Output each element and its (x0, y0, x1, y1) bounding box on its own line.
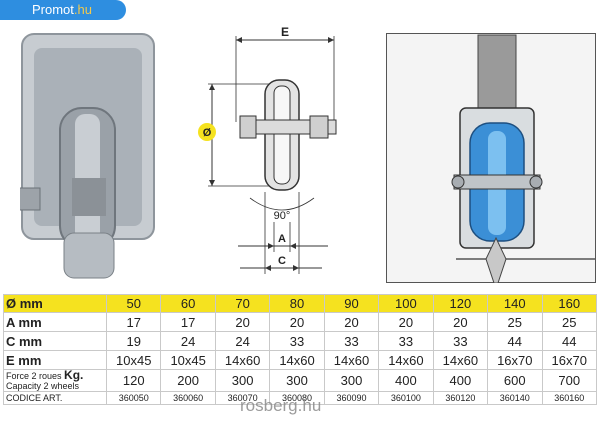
cell: 24 (160, 331, 216, 351)
cell: 14x60 (269, 350, 325, 370)
cell: 70 (214, 294, 271, 313)
cell: 360100 (378, 391, 434, 405)
cell: 14x60 (378, 350, 434, 370)
table-row-a: A mm 17 17 20 20 20 20 20 25 25 (3, 312, 597, 332)
cell: 120 (432, 294, 489, 313)
label-a: A (278, 233, 286, 245)
dimension-drawing: E Ø 90° A C (198, 25, 337, 274)
cell: 90 (323, 294, 380, 313)
row-label-code: CODICE ART. (3, 391, 107, 405)
product-photo (20, 33, 155, 279)
row-label-e: E mm (3, 350, 107, 370)
brand-name: Promot (32, 2, 74, 17)
table-row-code: CODICE ART. 360050 360060 360070 360080 … (3, 391, 597, 405)
cell: 20 (269, 312, 325, 332)
cell: 300 (323, 369, 380, 392)
cell: 100 (378, 294, 434, 313)
installation-illustration (386, 33, 596, 283)
cell: 20 (323, 312, 380, 332)
cell: 16x70 (541, 350, 597, 370)
cell: 44 (541, 331, 597, 351)
cell: 16x70 (487, 350, 543, 370)
label-diameter: Ø (203, 127, 212, 139)
cell: 33 (378, 331, 434, 351)
cell: 700 (541, 369, 597, 392)
cell: 120 (105, 369, 162, 392)
cell: 33 (323, 331, 380, 351)
row-label-force: Force 2 roues Kg. Capacity 2 wheels (3, 368, 107, 392)
cell: 24 (214, 331, 271, 351)
cell: 360160 (541, 391, 597, 405)
label-angle: 90° (274, 210, 291, 222)
cell: 19 (105, 331, 162, 351)
cell: 10x45 (105, 350, 162, 370)
cell: 20 (214, 312, 271, 332)
cell: 14x60 (214, 350, 271, 370)
spec-table: Ø mm 50 60 70 80 90 100 120 140 160 A mm… (3, 294, 597, 405)
brand-badge[interactable]: Promot.hu (0, 0, 126, 20)
cell: 20 (378, 312, 434, 332)
table-row-c: C mm 19 24 24 33 33 33 33 44 44 (3, 331, 597, 351)
table-row-diameter: Ø mm 50 60 70 80 90 100 120 140 160 (3, 294, 597, 313)
force-label-kg: Kg. (64, 368, 84, 382)
cell: 10x45 (160, 350, 216, 370)
cell: 25 (541, 312, 597, 332)
cell: 400 (432, 369, 489, 392)
cell: 80 (269, 294, 325, 313)
cell: 14x60 (432, 350, 489, 370)
force-label-fr: Force 2 roues (6, 371, 62, 381)
cell: 17 (160, 312, 216, 332)
cell: 20 (432, 312, 489, 332)
cell: 17 (105, 312, 162, 332)
cell: 360050 (105, 391, 162, 405)
cell: 200 (160, 369, 216, 392)
row-label-c: C mm (3, 331, 107, 351)
cell: 25 (487, 312, 543, 332)
cell: 44 (487, 331, 543, 351)
cell: 360140 (487, 391, 543, 405)
cell: 360060 (160, 391, 216, 405)
row-label-a: A mm (3, 312, 107, 332)
cell: 360090 (323, 391, 380, 405)
cell: 50 (105, 294, 162, 313)
brand-domain: .hu (73, 2, 92, 17)
table-row-force: Force 2 roues Kg. Capacity 2 wheels 120 … (3, 368, 597, 392)
cell: 400 (378, 369, 434, 392)
cell: 600 (487, 369, 543, 392)
cell: 160 (541, 294, 597, 313)
label-e: E (281, 25, 289, 39)
row-label-diameter: Ø mm (3, 294, 107, 313)
label-c: C (278, 255, 286, 267)
table-row-e: E mm 10x45 10x45 14x60 14x60 14x60 14x60… (3, 350, 597, 370)
force-label-en: Capacity 2 wheels (6, 381, 80, 391)
cell: 140 (487, 294, 543, 313)
cell: 33 (432, 331, 489, 351)
cell: 360070 (214, 391, 271, 405)
watermark: rosberg.hu (240, 396, 322, 415)
cell: 300 (214, 369, 271, 392)
cell: 33 (269, 331, 325, 351)
cell: 300 (269, 369, 325, 392)
cell: 360120 (432, 391, 489, 405)
cell: 14x60 (323, 350, 380, 370)
cell: 60 (160, 294, 216, 313)
